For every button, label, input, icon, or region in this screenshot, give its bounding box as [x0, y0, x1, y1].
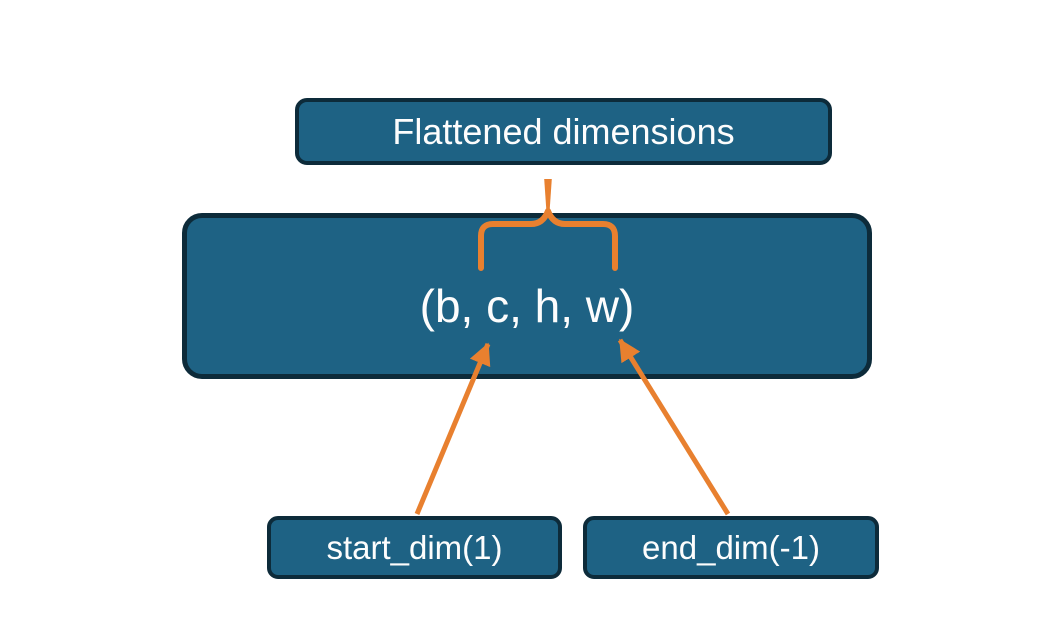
brace-stem	[544, 179, 552, 214]
end-dim-box: end_dim(-1)	[583, 516, 879, 579]
start-dim-box: start_dim(1)	[267, 516, 562, 579]
tensor-shape-label: (b, c, h, w)	[419, 280, 635, 332]
start-dim-label: start_dim(1)	[326, 528, 503, 566]
tensor-shape-box: (b, c, h, w)	[182, 213, 872, 379]
flattened-dimensions-box: Flattened dimensions	[295, 98, 832, 165]
flattened-dimensions-label: Flattened dimensions	[392, 110, 735, 152]
end-dim-label: end_dim(-1)	[642, 528, 820, 566]
